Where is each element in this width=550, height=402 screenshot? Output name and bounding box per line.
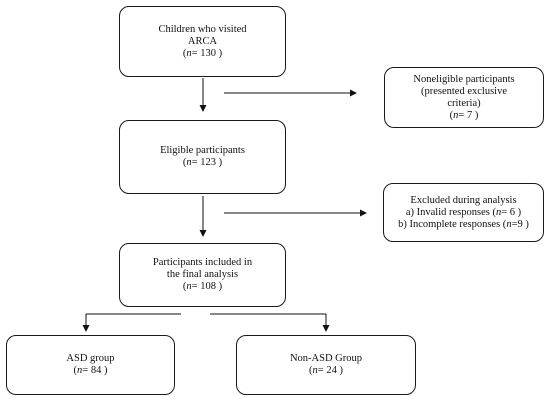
noneligible-line-2: (presented exclusive [420, 85, 507, 97]
included-box: Participants included in the final analy… [119, 243, 286, 307]
visited-line-1: Children who visited [158, 23, 247, 35]
included-line-2: the final analysis [166, 269, 239, 280]
eligible-box: Eligible participants (n= 123 ) [119, 120, 286, 194]
asd-count: (n= 84 ) [73, 365, 108, 376]
eligible-count: (n= 123 ) [182, 157, 223, 168]
visited-count: (n= 130 ) [182, 47, 223, 59]
noneligible-count: (n= 7 ) [449, 109, 479, 121]
noneligible-line-3: criteria) [447, 97, 481, 109]
included-count: (n= 108 ) [182, 281, 223, 292]
excluded-line-2: a) Invalid responses (n= 6 ) [405, 206, 522, 218]
visited-line-2: ARCA [187, 35, 218, 47]
excluded-box: Excluded during analysis a) Invalid resp… [383, 183, 544, 242]
noneligible-line-1: Noneligible participants [413, 73, 515, 85]
eligible-line-1: Eligible participants [160, 145, 245, 156]
included-line-1: Participants included in [152, 257, 253, 268]
nonasd-count: (n= 24 ) [309, 365, 343, 376]
non-asd-group-box: Non-ASD Group (n= 24 ) [236, 335, 416, 395]
excluded-line-3: b) Incomplete responses (n=9 ) [398, 218, 529, 230]
noneligible-box: Noneligible participants (presented excl… [384, 67, 544, 128]
nonasd-line-1: Non-ASD Group [289, 353, 363, 364]
excluded-line-1: Excluded during analysis [410, 194, 517, 206]
visited-box: Children who visited ARCA (n= 130 ) [119, 6, 286, 77]
asd-line-1: ASD group [66, 353, 115, 364]
asd-group-box: ASD group (n= 84 ) [6, 335, 175, 395]
